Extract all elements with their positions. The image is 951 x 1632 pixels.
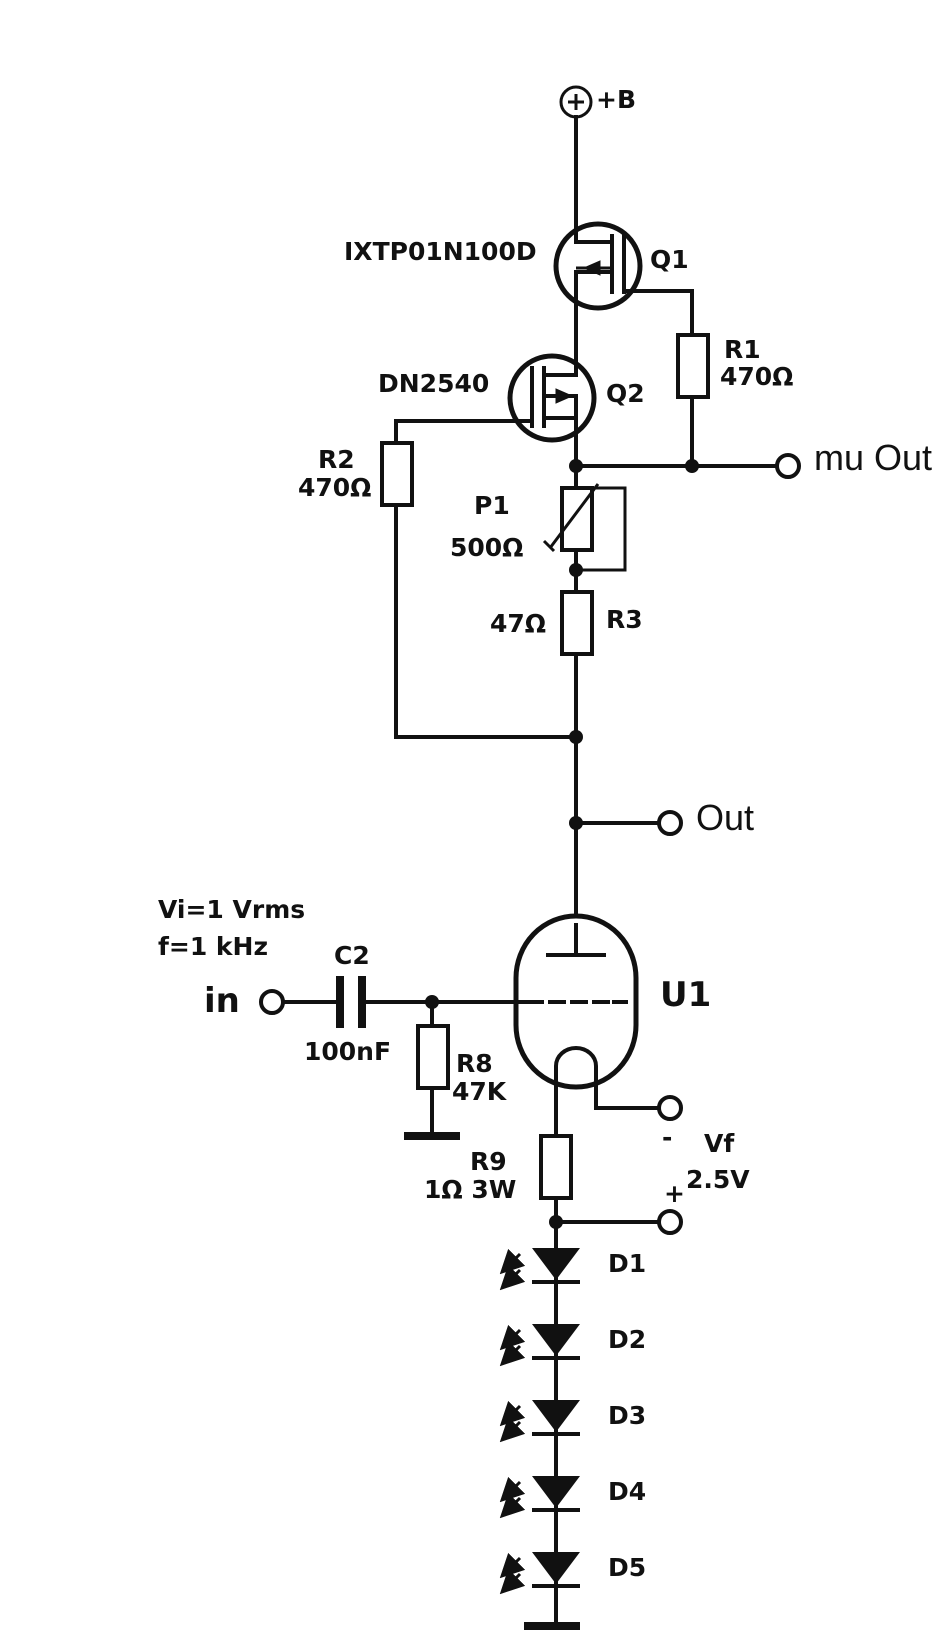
- r9-resistor: [539, 1134, 573, 1200]
- u1-ref-label: U1: [660, 975, 711, 1015]
- r2-value-label: 470Ω: [298, 473, 371, 502]
- input-signal-freq: f=1 kHz: [158, 932, 268, 961]
- out-label: Out: [696, 797, 754, 838]
- led-ref-label: D2: [608, 1325, 646, 1354]
- r9-ref-label: R9: [470, 1147, 507, 1176]
- r8-value-label: 47K: [452, 1077, 508, 1106]
- out-junction: [569, 816, 583, 830]
- led-d2: D2: [499, 1324, 646, 1367]
- c2-value-label: 100nF: [304, 1037, 391, 1066]
- light-emission-arrow: [499, 1264, 526, 1291]
- light-emission-arrow: [499, 1492, 526, 1519]
- r3-resistor: [560, 590, 594, 656]
- heater-minus-terminal[interactable]: [657, 1095, 683, 1121]
- r3-value-label: 47Ω: [490, 609, 546, 638]
- q2-part-label: DN2540: [378, 369, 489, 398]
- r2-return-junction: [569, 730, 583, 744]
- light-emission-arrow: [499, 1416, 526, 1443]
- u1-triode: [512, 913, 639, 1090]
- r1-value-label: 470Ω: [720, 362, 793, 391]
- light-emission-arrow: [499, 1400, 526, 1427]
- led-triangle: [532, 1324, 580, 1356]
- led-ref-label: D3: [608, 1401, 646, 1430]
- input-label: in: [204, 981, 240, 1021]
- heater-value-label: 2.5V: [686, 1165, 750, 1194]
- p1-trimmer: [542, 483, 627, 572]
- heater-minus-wire: [594, 1084, 662, 1110]
- light-emission-arrow: [499, 1340, 526, 1367]
- heater-plus-sign: +: [664, 1179, 685, 1208]
- led-d1: D1: [499, 1248, 646, 1291]
- led-d5: D5: [499, 1552, 646, 1595]
- input-terminal[interactable]: [259, 989, 285, 1015]
- q1-mosfet-symbol: [553, 220, 694, 311]
- r1-junction: [685, 459, 699, 473]
- q2-mosfet-symbol: [394, 353, 597, 468]
- heater-minus-sign: -: [662, 1123, 672, 1152]
- p1-ref-label: P1: [474, 491, 510, 520]
- q1-part-label: IXTP01N100D: [344, 237, 537, 266]
- led-ref-label: D4: [608, 1477, 646, 1506]
- light-emission-arrow: [499, 1248, 526, 1275]
- supply-label: +B: [596, 85, 636, 114]
- light-emission-arrow: [499, 1552, 526, 1579]
- r2-ref-label: R2: [318, 445, 355, 474]
- r8-resistor: [416, 1024, 450, 1090]
- r9-value-label: 1Ω 3W: [424, 1175, 516, 1204]
- led-triangle: [532, 1552, 580, 1584]
- r1-ref-label: R1: [724, 335, 761, 364]
- r1-resistor: [676, 333, 710, 399]
- light-emission-arrow: [499, 1568, 526, 1595]
- mu-out-label: mu Out: [814, 437, 932, 478]
- led-triangle: [532, 1400, 580, 1432]
- c2-capacitor: [336, 976, 366, 1028]
- heater-plus-terminal[interactable]: [657, 1209, 683, 1235]
- led-ref-label: D1: [608, 1249, 646, 1278]
- light-emission-arrow: [499, 1476, 526, 1503]
- out-terminal[interactable]: [657, 810, 683, 836]
- q1-ref-label: Q1: [650, 245, 689, 274]
- r3-ref-label: R3: [606, 605, 643, 634]
- q2-ref-label: Q2: [606, 379, 645, 408]
- c2-ref-label: C2: [334, 941, 370, 970]
- led-triangle: [532, 1476, 580, 1508]
- r2-resistor: [380, 441, 414, 507]
- led-triangle: [532, 1248, 580, 1280]
- light-emission-arrow: [499, 1324, 526, 1351]
- r8-ref-label: R8: [456, 1049, 493, 1078]
- p1-junction: [569, 563, 583, 577]
- heater-label: Vf: [704, 1129, 735, 1158]
- led-d3: D3: [499, 1400, 646, 1443]
- mu-out-terminal[interactable]: [775, 453, 801, 479]
- p1-value-label: 500Ω: [450, 533, 523, 562]
- led-ref-label: D5: [608, 1553, 646, 1582]
- input-signal-level: Vi=1 Vrms: [158, 895, 305, 924]
- led-d4: D4: [499, 1476, 646, 1519]
- supply-terminal: [559, 85, 593, 224]
